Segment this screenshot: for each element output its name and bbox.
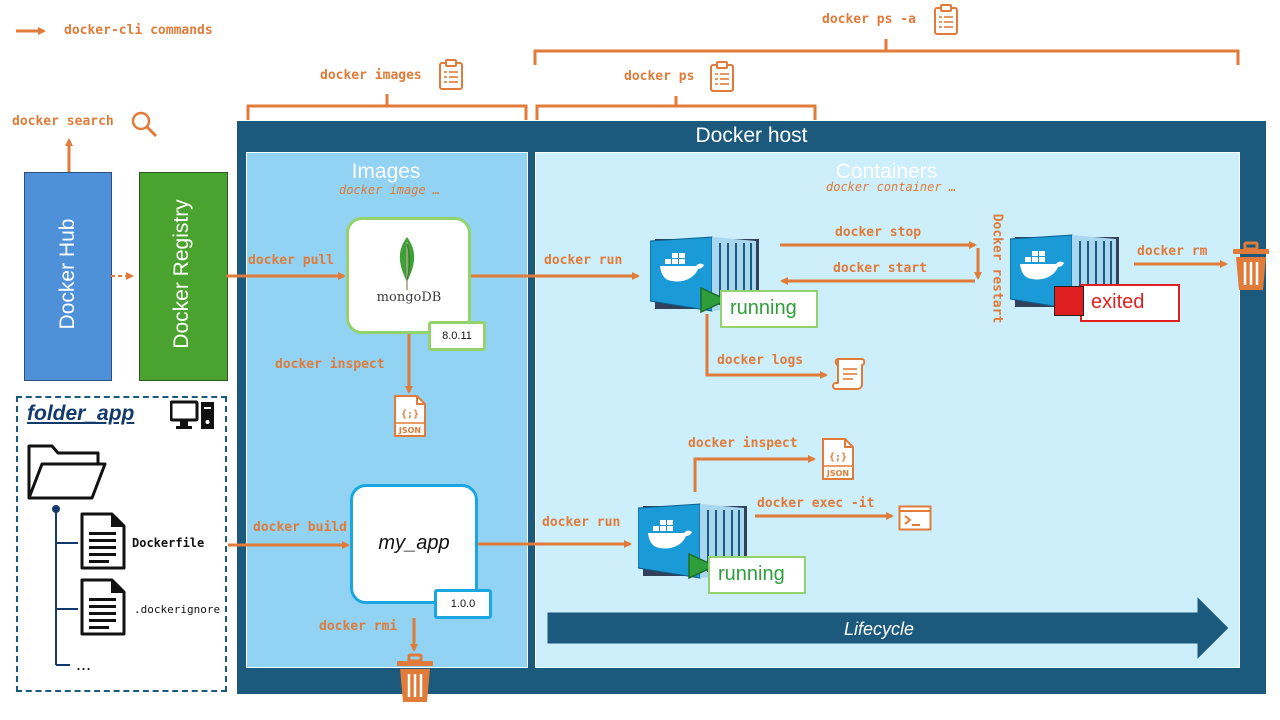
stop-square-icon [1054,286,1084,316]
cmd-docker-start: docker start [833,261,927,276]
cmd-docker-ps-a: docker ps -a [822,12,916,27]
images-subtitle: docker image … [339,183,441,197]
exited-status: exited [1080,284,1180,322]
folder-app-title: folder_app [27,402,135,425]
myapp-version-tag: 1.0.0 [434,589,492,619]
cmd-docker-exec: docker exec -it [757,496,875,511]
play-icon [700,286,729,314]
terminal-icon [898,505,932,531]
cmd-docker-logs: docker logs [717,353,804,368]
svg-text:JSON: JSON [398,426,421,435]
json-file-icon: {;} JSON [394,395,426,437]
lifecycle-label: Lifecycle [843,619,915,639]
cmd-docker-search: docker search [12,114,114,129]
folder-tree-lines [52,505,78,666]
cmd-docker-inspect-image: docker inspect [275,357,385,372]
magnifier-icon [131,111,158,138]
json-file-icon: {;} JSON [822,438,854,480]
docker-host-title: Docker host [695,124,808,147]
cmd-docker-pull: docker pull [248,253,335,268]
containers-panel [535,152,1240,668]
computer-icon [170,400,214,429]
containers-title: Containers [835,160,938,183]
images-title: Images [351,160,421,183]
folder-app-box [16,396,227,692]
cmd-docker-inspect-container: docker inspect [688,436,798,451]
clipboard-icon [934,4,958,35]
play-icon [688,552,717,580]
folder-icon [27,444,107,500]
legend-label: docker-cli commands [64,23,213,38]
clipboard-icon [710,61,734,92]
cmd-docker-run-bottom: docker run [542,515,621,530]
clipboard-icon [439,59,463,90]
cmd-docker-rmi: docker rmi [319,619,398,634]
myapp-image-card[interactable] [350,484,478,604]
trash-icon[interactable] [394,652,436,704]
document-icon [80,578,126,636]
document-icon [80,512,126,570]
cmd-docker-ps: docker ps [624,69,695,84]
svg-text:{;}: {;} [829,452,847,463]
trash-icon[interactable] [1230,240,1272,292]
file-more: ... [76,654,92,674]
cmd-docker-images: docker images [320,68,422,83]
myapp-image-name: my_app [378,532,450,554]
containers-subtitle: docker container … [826,180,957,194]
cmd-docker-stop: docker stop [835,225,922,240]
log-scroll-icon [832,358,866,390]
cmd-docker-rm: docker rm [1137,244,1208,259]
file-dockerignore[interactable]: .dockerignore [134,603,221,616]
lifecycle-arrow [546,594,1230,662]
file-dockerfile[interactable]: Dockerfile [132,536,205,550]
svg-text:JSON: JSON [826,469,849,478]
svg-text:{;}: {;} [401,409,419,420]
container-running-top[interactable] [650,235,762,313]
mongo-version-tag: 8.0.11 [428,321,486,351]
cmd-docker-restart: Docker restart [989,213,1005,324]
docker-registry-box[interactable] [139,172,228,381]
running-status-top: running [720,290,818,328]
cmd-docker-build: docker build [253,520,347,535]
docker-hub-box[interactable] [24,172,112,381]
mongodb-leaf-icon [399,237,415,290]
running-status-bottom: running [708,556,806,594]
cmd-docker-run-top: docker run [544,253,623,268]
mongo-image-name: mongoDB [376,290,442,305]
